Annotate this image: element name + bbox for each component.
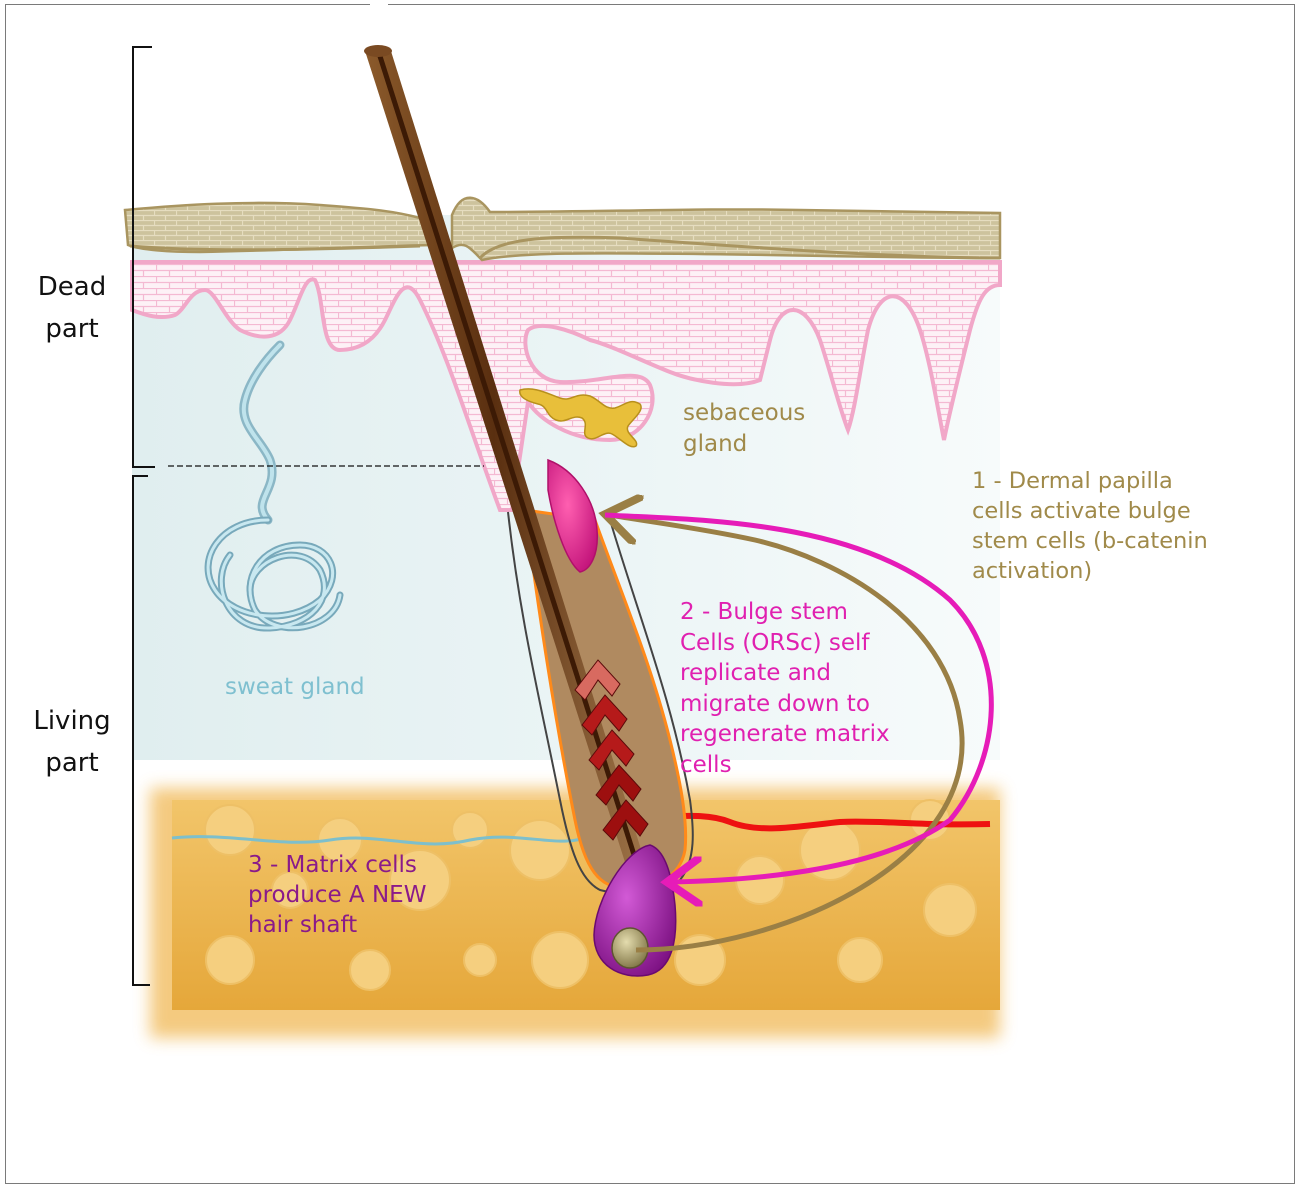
label-step-1: 1 - Dermal papilla cells activate bulge … bbox=[972, 466, 1208, 586]
label-step-2: 2 - Bulge stem Cells (ORSc) self replica… bbox=[680, 597, 890, 780]
label-sweat-gland: sweat gland bbox=[225, 673, 365, 702]
label-step-3: 3 - Matrix cells produce A NEW hair shaf… bbox=[248, 850, 426, 940]
label-living-part: Living part bbox=[18, 700, 126, 784]
label-sebaceous-gland: sebaceous gland bbox=[683, 398, 805, 460]
label-dead-part: Dead part bbox=[18, 266, 126, 350]
